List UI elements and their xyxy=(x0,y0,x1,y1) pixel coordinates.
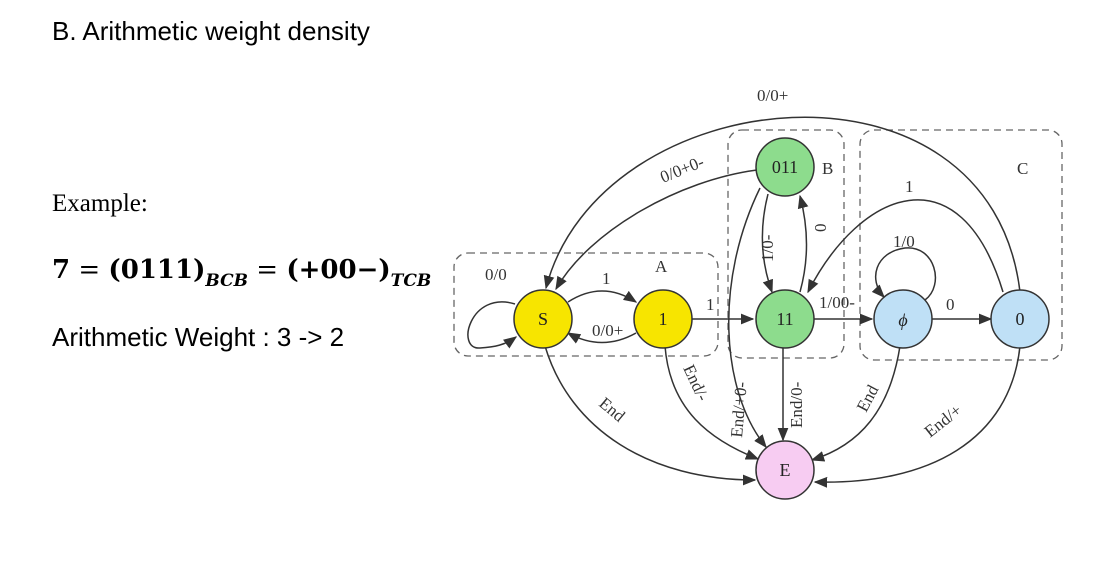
edge-011-to-e xyxy=(728,187,767,449)
label-0-to-11: 1 xyxy=(905,177,914,196)
edge-011-to-s xyxy=(555,169,758,291)
group-b-box xyxy=(727,129,845,359)
label-phi-to-0: 0 xyxy=(946,295,955,314)
node-11-label: 11 xyxy=(776,309,793,329)
node-e-label: E xyxy=(780,460,791,480)
equation-bcb-sub: BCB xyxy=(205,271,248,291)
edge-0-to-e xyxy=(813,345,1021,488)
node-11 xyxy=(755,289,815,349)
group-a-box xyxy=(453,252,719,357)
label-011-to-11: 1/0- xyxy=(758,234,777,262)
label-1-to-s: 0/0+ xyxy=(592,321,623,340)
edge-1-to-e xyxy=(664,345,760,460)
node-phi-label: ϕ xyxy=(898,310,907,330)
edge-011-to-11 xyxy=(761,193,773,294)
node-011 xyxy=(755,137,815,197)
label-phi-self: 1/0 xyxy=(893,232,915,251)
edge-s-to-e xyxy=(544,345,757,486)
group-c-box xyxy=(859,129,1063,361)
edge-s-self xyxy=(467,301,518,349)
edge-phi-self xyxy=(871,247,936,301)
slide-heading: B. Arithmetic weight density xyxy=(52,16,370,46)
label-1-to-11: 1 xyxy=(706,295,715,314)
label-1-to-e: End/- xyxy=(679,362,712,405)
equation-bcb-value: (0111) xyxy=(108,255,206,285)
node-0-label: 0 xyxy=(1016,309,1025,329)
node-1 xyxy=(633,289,693,349)
equation-eq1: = xyxy=(70,255,109,285)
equation-tcb-value: (+00−) xyxy=(286,255,391,285)
label-0-to-e: End/+ xyxy=(921,401,966,442)
label-011-to-s: 0/0+0- xyxy=(657,152,707,187)
label-11-to-011: 0 xyxy=(811,224,830,233)
edge-s-to-1 xyxy=(567,290,638,303)
edge-11-to-011 xyxy=(797,194,809,293)
equation-lhs: 7 xyxy=(52,255,71,285)
group-a-label: A xyxy=(655,257,668,276)
edge-0-to-11 xyxy=(807,199,1004,294)
label-s-to-1: 1 xyxy=(602,269,611,288)
label-s-to-e: End xyxy=(595,394,629,426)
label-11-to-e: End/0- xyxy=(787,381,806,428)
label-0-to-s: 0/0+ xyxy=(757,86,788,105)
label-011-to-e: End/+0- xyxy=(727,381,751,439)
edge-phi-to-e xyxy=(810,345,901,462)
node-e xyxy=(755,440,815,500)
equation-tcb-sub: TCB xyxy=(390,271,432,291)
node-phi xyxy=(873,289,933,349)
example-label: Example: xyxy=(52,190,148,217)
node-0 xyxy=(990,289,1050,349)
equation: 7 = (0111)BCB = (+00−)TCB xyxy=(52,255,431,291)
edge-1-to-s xyxy=(566,332,637,344)
label-s-self: 0/0 xyxy=(485,265,507,284)
label-11-to-phi: 1/00- xyxy=(819,293,855,312)
group-b-label: B xyxy=(822,159,833,178)
node-s-label: S xyxy=(538,309,548,329)
node-1-label: 1 xyxy=(659,309,668,329)
node-011-label: 011 xyxy=(772,157,798,177)
arithmetic-weight-text: Arithmetic Weight : 3 -> 2 xyxy=(52,322,345,352)
equation-eq2: = xyxy=(247,255,287,285)
edge-0-to-s xyxy=(543,116,1021,293)
group-c-label: C xyxy=(1017,159,1028,178)
node-s xyxy=(513,289,573,349)
